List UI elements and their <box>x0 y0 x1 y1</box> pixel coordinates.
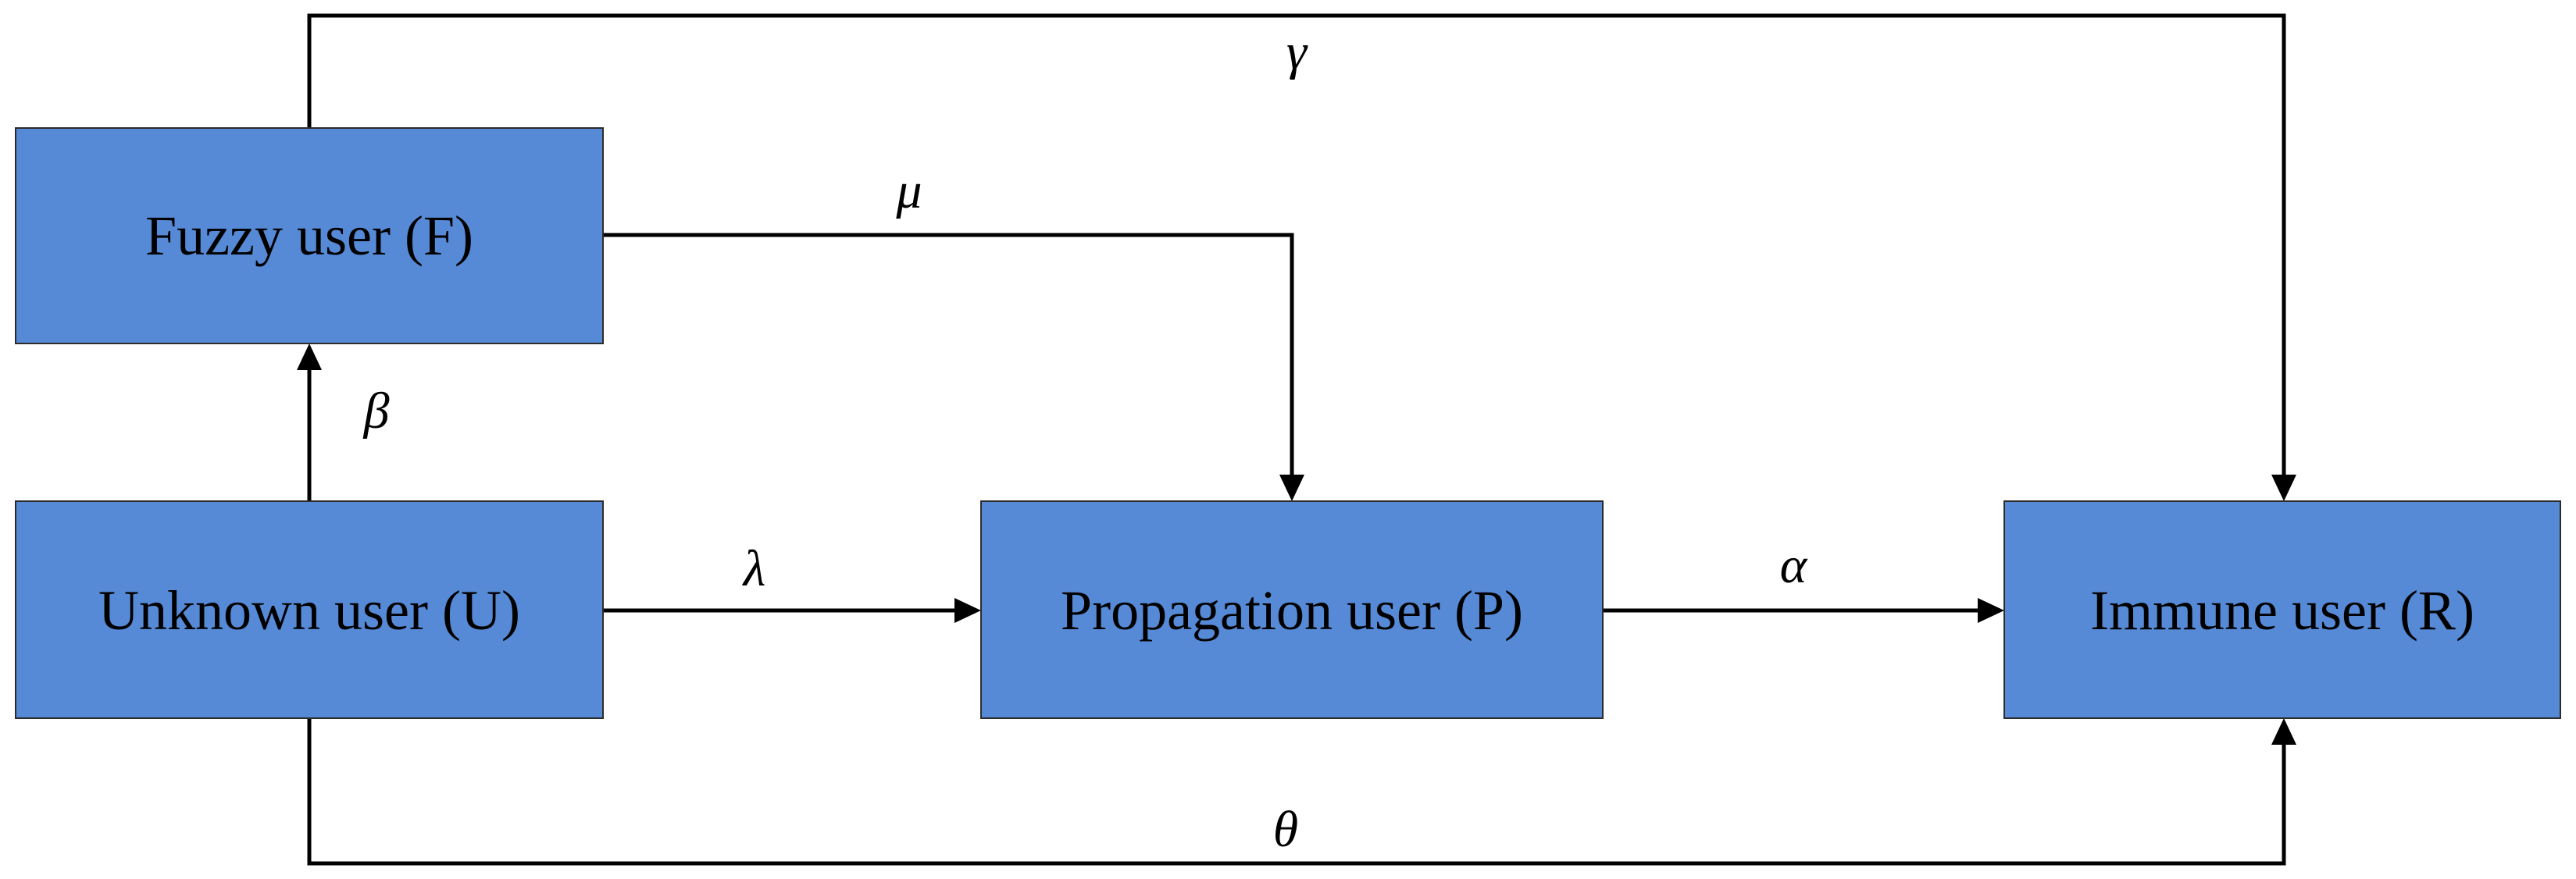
node-immune-user: Immune user (R) <box>2003 500 2561 719</box>
edge-mu: μ <box>603 162 1304 501</box>
edge-beta-label: β <box>362 383 390 440</box>
node-immune-user-label: Immune user (R) <box>2090 579 2474 642</box>
node-fuzzy-user-box <box>15 127 604 344</box>
edge-mu-label: μ <box>895 162 922 219</box>
edge-lambda-arrowhead <box>954 598 981 623</box>
node-propagation-user-label: Propagation user (P) <box>1061 579 1523 642</box>
edge-mu-arrowhead <box>1279 475 1304 501</box>
node-propagation-user: Propagation user (P) <box>980 500 1604 719</box>
edge-theta-label: θ <box>1273 801 1298 858</box>
node-propagation-user-box <box>980 500 1604 719</box>
node-immune-user-box <box>2003 500 2561 719</box>
edge-beta: β <box>297 343 390 501</box>
edge-alpha-arrowhead <box>1978 598 2004 623</box>
edge-gamma-arrowhead <box>2271 475 2296 501</box>
edge-lambda-label: λ <box>742 540 766 597</box>
edge-theta-line <box>307 718 2286 866</box>
edge-gamma: γ <box>307 13 2296 501</box>
node-unknown-user: Unknown user (U) <box>15 500 604 719</box>
node-unknown-user-box <box>15 500 604 719</box>
edge-theta-arrowhead <box>2271 718 2296 745</box>
node-unknown-user-label: Unknown user (U) <box>98 579 520 642</box>
edge-mu-line <box>603 233 1294 481</box>
edge-alpha-label: α <box>1780 537 1808 594</box>
edge-beta-arrowhead <box>297 343 322 370</box>
edge-gamma-line <box>307 13 2286 481</box>
edge-alpha: α <box>1603 537 2004 623</box>
edge-theta: θ <box>307 718 2296 866</box>
edge-gamma-label: γ <box>1286 23 1308 80</box>
node-fuzzy-user: Fuzzy user (F) <box>15 127 604 344</box>
edge-lambda: λ <box>603 540 981 623</box>
node-fuzzy-user-label: Fuzzy user (F) <box>145 205 473 267</box>
